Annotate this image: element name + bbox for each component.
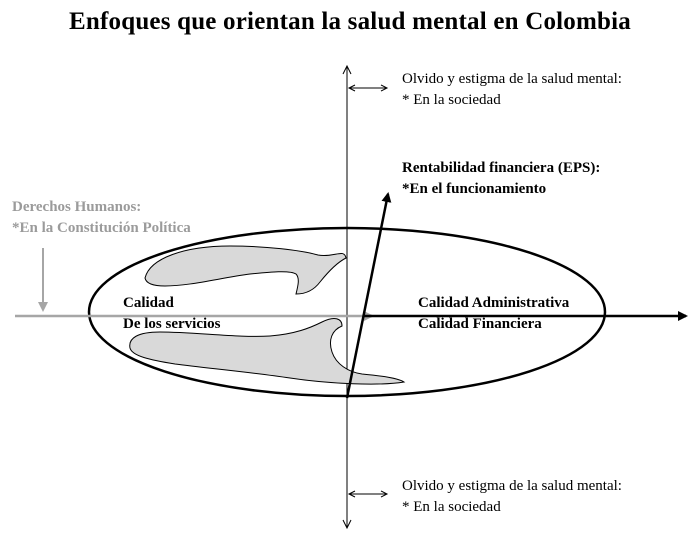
rentabilidad-label-line1: Rentabilidad financiera (EPS):: [402, 160, 601, 176]
calidad-administrativa-label: Calidad Administrativa: [418, 295, 570, 311]
diagram-title: Enfoques que orientan la salud mental en…: [69, 8, 631, 35]
calidad-financiera-label: Calidad Financiera: [418, 316, 542, 332]
bottom-stigma-label-line2: * En la sociedad: [402, 499, 501, 515]
calidad-servicios-label-line1: Calidad: [123, 295, 174, 311]
upper-gray-blob: [144, 245, 347, 295]
calidad-servicios-label-line2: De los servicios: [123, 316, 221, 332]
top-stigma-label-line1: Olvido y estigma de la salud mental:: [402, 71, 622, 87]
rentabilidad-label-line2: *En el funcionamiento: [402, 181, 547, 197]
derechos-humanos-label-line2: *En la Constitución Política: [12, 220, 191, 236]
top-stigma-label-line2: * En la sociedad: [402, 92, 501, 108]
bottom-small-double-arrow: [347, 490, 389, 498]
vertical-axis: [342, 64, 352, 530]
lower-gray-blob: [129, 318, 406, 385]
bottom-stigma-label-line1: Olvido y estigma de la salud mental:: [402, 478, 622, 494]
rentabilidad-arrow: [345, 192, 392, 399]
derechos-humanos-label-line1: Derechos Humanos:: [12, 199, 142, 215]
top-small-double-arrow: [347, 84, 389, 92]
